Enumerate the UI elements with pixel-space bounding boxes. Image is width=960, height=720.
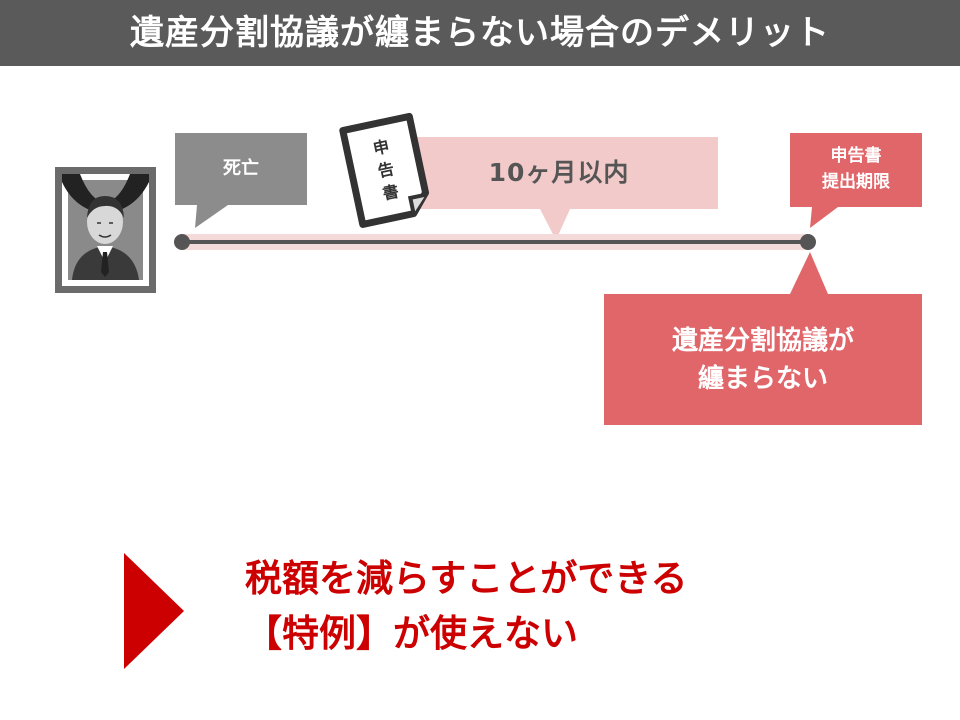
death-label: 死亡: [223, 158, 259, 179]
outcome-label-line-1: 遺産分割協議が: [671, 326, 854, 356]
result-line-1: 税額を減らすことができる: [245, 557, 688, 600]
death-bubble: [175, 133, 307, 228]
outcome-label-line-2: 纏まらない: [697, 364, 828, 394]
timeline-line: [174, 234, 816, 250]
result-line-2: 【特例】が使えない: [245, 612, 578, 655]
document-char-1: 申: [371, 136, 391, 158]
tax-return-document-icon: 申 告 書: [339, 112, 430, 228]
deadline-label-line-2: 提出期限: [822, 172, 890, 192]
deadline-label: 申告書 提出期限: [790, 133, 922, 207]
deadline-label-line-1: 申告書: [830, 146, 882, 166]
memorial-portrait-icon: [55, 167, 156, 293]
page-title: 遺産分割協議が纏まらない場合のデメリット: [0, 0, 960, 66]
play-triangle-icon: [124, 553, 184, 669]
outcome-bubble: [604, 252, 922, 425]
period-label: 10ヶ月以内: [488, 158, 630, 187]
document-char-3: 書: [381, 181, 401, 203]
deadline-bubble: [790, 133, 922, 228]
result-message: 税額を減らすことができる 【特例】が使えない: [245, 551, 845, 661]
outcome-label: 遺産分割協議が 纏まらない: [604, 294, 922, 425]
document-char-2: 告: [376, 159, 396, 181]
timeline-end-dot: [800, 234, 816, 250]
timeline-start-dot: [174, 234, 190, 250]
